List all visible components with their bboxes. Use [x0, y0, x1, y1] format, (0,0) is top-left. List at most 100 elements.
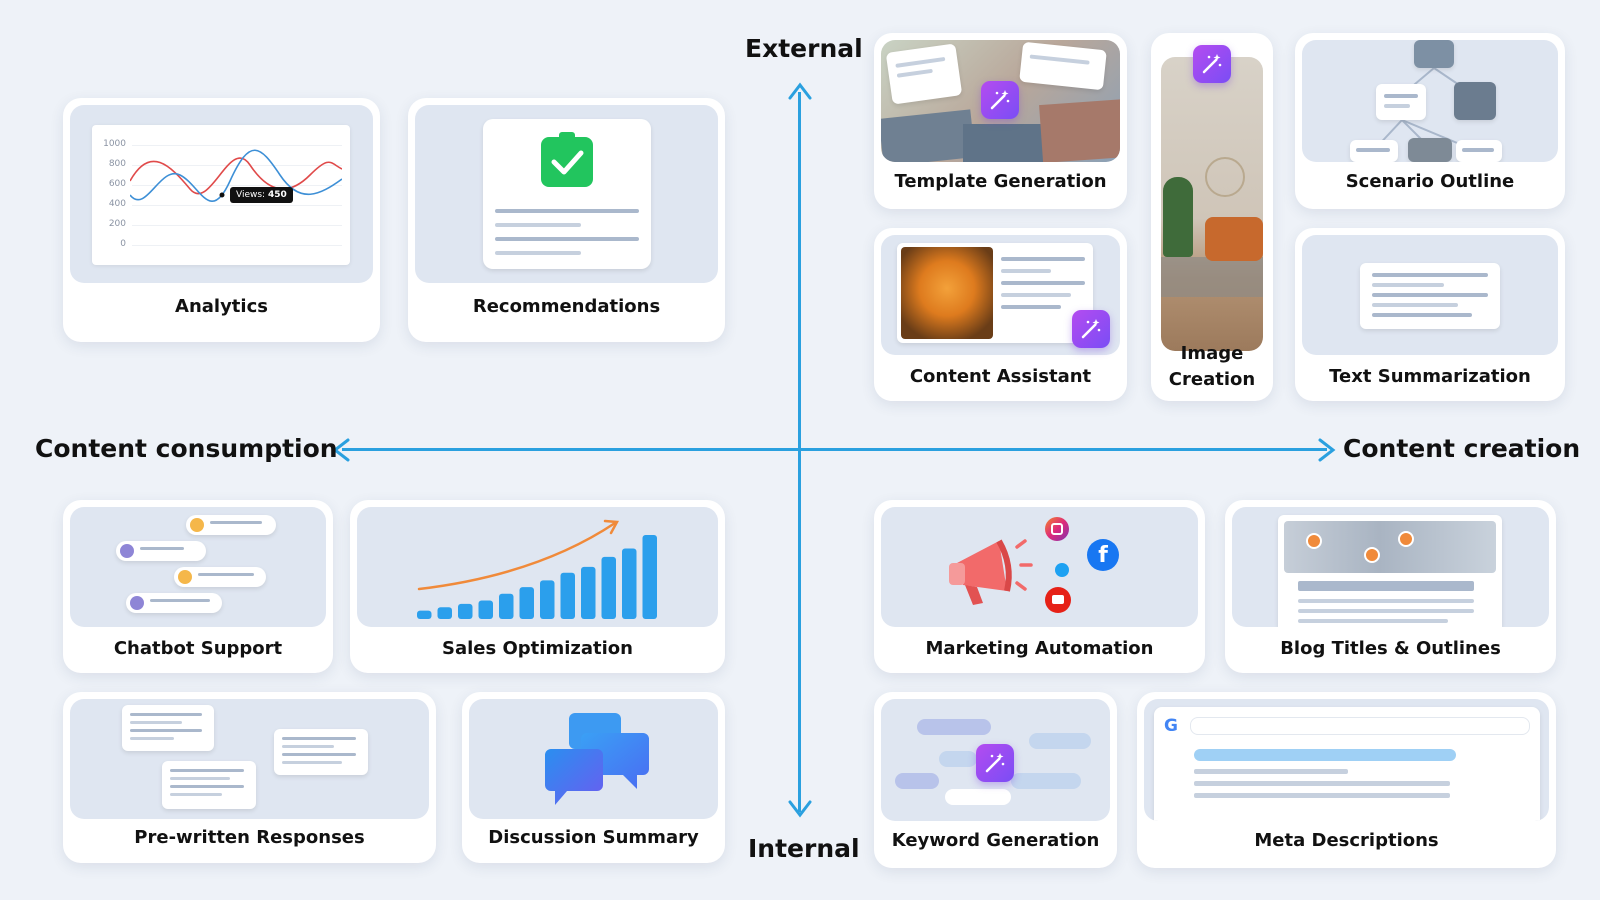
- doc-line: [282, 737, 356, 740]
- sales-bar: [458, 603, 473, 619]
- sales-bar: [560, 572, 575, 619]
- avatar: [178, 570, 192, 584]
- doc-line: [1001, 305, 1061, 309]
- y-tick-label: 600: [108, 179, 126, 189]
- doc-line: [1001, 269, 1051, 273]
- keyword-chip: [895, 773, 939, 789]
- blog-document: [1278, 515, 1502, 627]
- card-keyword-generation[interactable]: Keyword Generation: [874, 692, 1117, 868]
- analytics-line-chart: [130, 149, 342, 202]
- keyword-chip: [1011, 773, 1081, 789]
- vertical-axis: [798, 92, 801, 812]
- sales-bar: [642, 535, 657, 619]
- card-sales-optimization[interactable]: Sales Optimization: [350, 500, 725, 673]
- card-template-generation[interactable]: Template Generation: [874, 33, 1127, 209]
- doc-line: [1372, 303, 1458, 307]
- meta-description-line: [1194, 769, 1348, 774]
- card-marketing-automation[interactable]: f Marketing Automation: [874, 500, 1205, 673]
- keyword-generation-thumbnail: [881, 699, 1110, 821]
- keyword-chip: [1029, 733, 1091, 749]
- card-text-summarization[interactable]: Text Summarization: [1295, 228, 1565, 401]
- chat-message: [116, 541, 206, 561]
- card-label-image-creation: Image Creation: [1168, 343, 1256, 390]
- doc-line: [130, 721, 182, 724]
- youtube-icon: [1045, 587, 1071, 613]
- chat-message: [174, 567, 266, 587]
- card-blog-titles-outlines[interactable]: Blog Titles & Outlines: [1225, 500, 1556, 673]
- response-template: [162, 761, 256, 809]
- card-label-recommendations: Recommendations: [472, 296, 661, 317]
- sales-bar: [478, 600, 493, 619]
- analytics-tooltip: Views: 450: [230, 187, 293, 203]
- chat-message: [186, 515, 276, 535]
- gridline: [132, 145, 342, 146]
- blog-outline-line: [1298, 619, 1448, 623]
- tooltip-value: 450: [267, 190, 287, 200]
- checkmark-icon: [541, 132, 593, 187]
- axis-label-external: External: [745, 34, 863, 63]
- gridline: [132, 165, 342, 166]
- card-label-blog-titles-outlines: Blog Titles & Outlines: [1280, 638, 1501, 659]
- blog-titles-outlines-thumbnail: [1232, 507, 1549, 627]
- y-tick-label: 800: [108, 159, 126, 169]
- response-template: [122, 705, 214, 751]
- scenario-node: [1414, 40, 1454, 68]
- blog-marker: [1306, 533, 1322, 549]
- blog-outline-line: [1298, 609, 1474, 613]
- chatbot-support-thumbnail: [70, 507, 326, 627]
- card-recommendations[interactable]: Recommendations: [408, 98, 725, 342]
- chat-bubbles-icon: [545, 713, 649, 805]
- card-meta-descriptions[interactable]: G Meta Descriptions: [1137, 692, 1556, 868]
- recommendation-document: [483, 119, 651, 269]
- series-line-blue: [130, 149, 342, 202]
- content-assistant-thumbnail: [881, 235, 1120, 355]
- card-pre-written-responses[interactable]: Pre-written Responses: [63, 692, 436, 863]
- doc-line: [495, 237, 639, 241]
- template-preview: [963, 124, 1053, 162]
- keyword-chip: [917, 719, 991, 735]
- meta-description-line: [1194, 781, 1450, 786]
- gridline: [132, 185, 342, 186]
- scenario-tree-connectors: [1373, 67, 1475, 151]
- message-line: [210, 521, 262, 524]
- doc-line: [1372, 293, 1488, 297]
- sales-bar-chart: [417, 519, 657, 619]
- doc-line: [282, 745, 334, 748]
- card-scenario-outline[interactable]: Scenario Outline: [1295, 33, 1565, 209]
- blog-outline-line: [1298, 599, 1474, 603]
- doc-line: [1001, 293, 1071, 297]
- card-content-assistant[interactable]: Content Assistant: [874, 228, 1127, 401]
- room-sofa: [1205, 217, 1263, 261]
- card-label-content-assistant: Content Assistant: [909, 366, 1092, 387]
- google-icon: G: [1164, 716, 1178, 736]
- series-line-red: [130, 157, 342, 195]
- trend-arrow-line: [417, 521, 617, 591]
- magic-wand-icon: [981, 81, 1019, 119]
- content-assistant-document: [897, 243, 1093, 343]
- room-plant: [1163, 177, 1193, 257]
- y-tick-label: 400: [108, 199, 126, 209]
- arrow-left-icon: [332, 438, 350, 462]
- card-image-creation[interactable]: Image Creation: [1151, 33, 1273, 401]
- megaphone-icon: [949, 539, 1033, 605]
- y-tick-label: 0: [120, 239, 126, 249]
- sales-bar: [581, 566, 596, 619]
- template-line: [1029, 54, 1090, 65]
- card-label-template-generation: Template Generation: [894, 171, 1107, 192]
- card-chatbot-support[interactable]: Chatbot Support: [63, 500, 333, 673]
- card-discussion-summary[interactable]: Discussion Summary: [462, 692, 725, 863]
- avatar: [190, 518, 204, 532]
- doc-line: [282, 753, 356, 756]
- y-tick-label: 1000: [103, 139, 126, 149]
- doc-line: [130, 737, 174, 740]
- template-preview: [885, 43, 963, 105]
- scenario-node: [1376, 84, 1426, 120]
- sales-bar: [540, 580, 555, 619]
- scenario-node: [1408, 138, 1452, 162]
- template-line: [895, 56, 946, 68]
- blog-marker: [1364, 547, 1380, 563]
- card-label-analytics: Analytics: [175, 296, 268, 317]
- keyword-chip: [945, 789, 1011, 805]
